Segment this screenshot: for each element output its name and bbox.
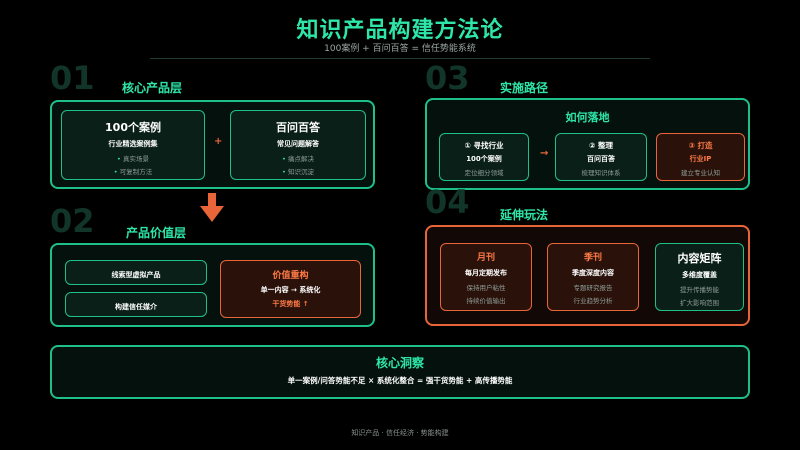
monthly-subtitle: 每月定期发布 xyxy=(465,269,507,277)
value-item-label: 构建信任媒介 xyxy=(115,303,157,311)
down-arrow-icon xyxy=(200,193,224,222)
insight-title: 核心洞察 xyxy=(375,356,424,370)
case-card-title: 100个案例 xyxy=(105,121,161,134)
monthly-title: 月刊 xyxy=(476,253,495,263)
section-03-title: 实施路径 xyxy=(500,81,549,95)
step-3-subtitle: 行业IP xyxy=(689,155,712,163)
implementation-panel-title: 如何落地 xyxy=(565,111,610,124)
plus-sign: + xyxy=(214,136,223,147)
insight-panel: 核心洞察 单一案例/问答势能不足 × 系统化整合 = 强干货势能 + 高传播势能 xyxy=(50,345,750,399)
step-2-title: ② 整理 xyxy=(589,141,613,150)
content-matrix-title: 内容矩阵 xyxy=(677,252,722,265)
qa-card-title: 百问百答 xyxy=(276,121,320,134)
value-item-label: 线索型虚拟产品 xyxy=(111,271,161,279)
value-reconstruct-card: 价值重构 单一内容 → 系统化 干货势能 ↑ xyxy=(220,260,361,318)
case-card-subtitle: 行业精选案例集 xyxy=(108,140,158,148)
value-item-card: 构建信任媒介 xyxy=(65,292,207,317)
page-subtitle: 100案例 + 百问百答 = 信任势能系统 xyxy=(324,44,476,54)
content-matrix-item: 扩大影响范围 xyxy=(680,299,719,307)
quarterly-card: 季刊 季度深度内容 专题研究报告 行业趋势分析 xyxy=(547,243,639,311)
monthly-item: 保持用户粘性 xyxy=(466,284,506,292)
step-1-title: ① 寻找行业 xyxy=(464,141,504,150)
step-2-note: 梳理知识体系 xyxy=(581,169,621,177)
section-04-number: 04 xyxy=(425,183,470,221)
qa-card-item: 知识沉淀 xyxy=(231,166,365,176)
footer-text: 知识产品 · 信任经济 · 势能构建 xyxy=(351,429,449,437)
section-01-title: 核心产品层 xyxy=(122,81,183,95)
product-value-panel: 线索型虚拟产品 构建信任媒介 价值重构 单一内容 → 系统化 干货势能 ↑ xyxy=(50,243,375,327)
qa-card: 百问百答 常见问题解答 痛点解决 知识沉淀 xyxy=(230,110,366,180)
value-item-card: 线索型虚拟产品 xyxy=(65,260,207,285)
step-card-3: ③ 打造 行业IP 建立专业认知 xyxy=(656,133,745,181)
section-02-title: 产品价值层 xyxy=(126,226,187,240)
step-card-2: ② 整理 百问百答 梳理知识体系 xyxy=(555,133,647,181)
step-1-subtitle: 100个案例 xyxy=(466,155,502,163)
arrow-right-icon: → xyxy=(540,148,549,159)
step-card-1: ① 寻找行业 100个案例 定位细分领域 xyxy=(439,133,529,181)
quarterly-item: 专题研究报告 xyxy=(573,284,613,292)
section-01-number: 01 xyxy=(50,59,95,97)
monthly-item: 持续价值输出 xyxy=(466,297,506,305)
value-reconstruct-line2: 干货势能 ↑ xyxy=(272,300,309,308)
qa-card-subtitle: 常见问题解答 xyxy=(277,140,319,148)
section-04-title: 延伸玩法 xyxy=(500,208,549,222)
content-matrix-subtitle: 多维度覆盖 xyxy=(682,271,717,279)
header-divider xyxy=(150,58,650,59)
implementation-panel: 如何落地 ① 寻找行业 100个案例 定位细分领域 → ② 整理 百问百答 梳理… xyxy=(425,98,750,190)
quarterly-item: 行业趋势分析 xyxy=(573,297,613,305)
step-1-note: 定位细分领域 xyxy=(464,169,504,177)
step-3-note: 建立专业认知 xyxy=(681,169,720,177)
case-card-item: 可复制方法 xyxy=(62,166,204,176)
insight-text: 单一案例/问答势能不足 × 系统化整合 = 强干货势能 + 高传播势能 xyxy=(287,376,513,385)
case-card-item: 真实场景 xyxy=(62,153,204,163)
case-card: 100个案例 行业精选案例集 真实场景 可复制方法 xyxy=(61,110,205,180)
core-product-panel: 100个案例 行业精选案例集 真实场景 可复制方法 + 百问百答 常见问题解答 … xyxy=(50,100,375,189)
qa-card-item: 痛点解决 xyxy=(231,153,365,163)
quarterly-title: 季刊 xyxy=(583,253,602,263)
page-title: 知识产品构建方法论 xyxy=(296,18,504,43)
quarterly-subtitle: 季度深度内容 xyxy=(572,269,614,277)
step-3-title: ③ 打造 xyxy=(688,141,713,150)
section-03-number: 03 xyxy=(425,59,470,97)
step-2-subtitle: 百问百答 xyxy=(587,155,615,163)
value-reconstruct-title: 价值重构 xyxy=(272,271,309,281)
content-matrix-item: 提升传播势能 xyxy=(680,286,719,294)
section-02-number: 02 xyxy=(50,202,95,240)
value-reconstruct-line1: 单一内容 → 系统化 xyxy=(260,286,321,294)
extension-panel: 月刊 每月定期发布 保持用户粘性 持续价值输出 季刊 季度深度内容 专题研究报告… xyxy=(425,225,750,326)
content-matrix-card: 内容矩阵 多维度覆盖 提升传播势能 扩大影响范围 xyxy=(655,243,744,311)
monthly-card: 月刊 每月定期发布 保持用户粘性 持续价值输出 xyxy=(440,243,532,311)
